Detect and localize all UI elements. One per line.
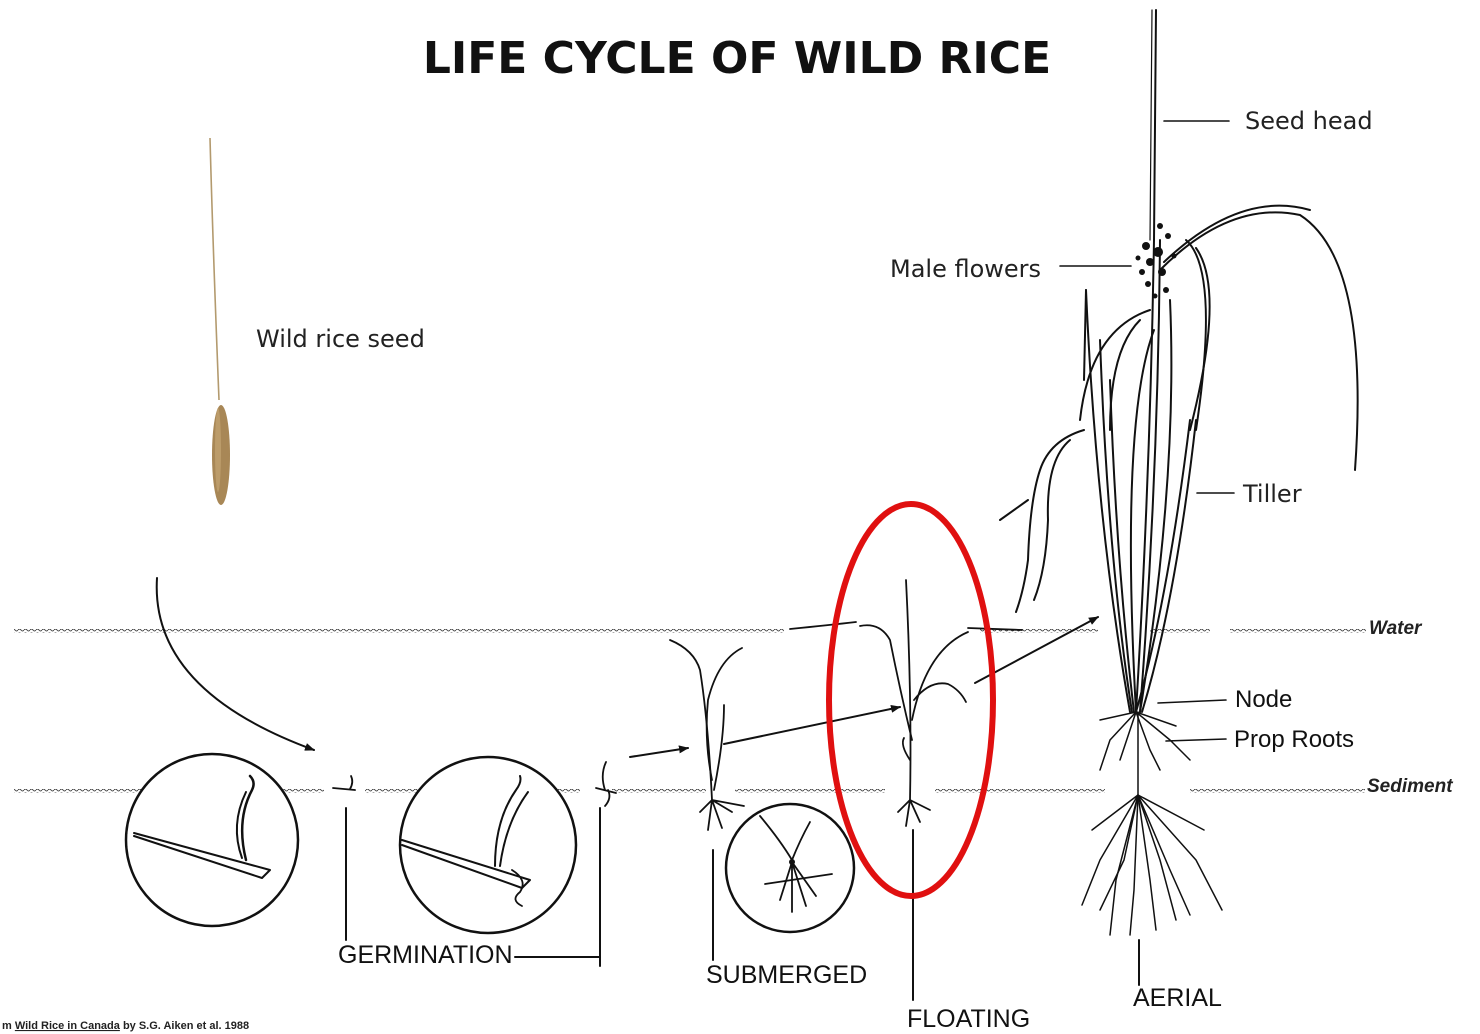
- stage-floating-label: FLOATING: [907, 1005, 1030, 1033]
- stage-aerial-label: AERIAL: [1133, 984, 1222, 1012]
- wild-rice-seed-image: [210, 138, 230, 505]
- seed-drop-arrow: [157, 578, 314, 750]
- germinating-seed-1: [333, 776, 355, 790]
- germination-closeup-1: [126, 754, 298, 926]
- seed-label: Wild rice seed: [256, 325, 425, 353]
- credit-suffix: by S.G. Aiken et al. 1988: [120, 1020, 249, 1032]
- prop-roots-label: Prop Roots: [1234, 726, 1354, 753]
- stage-germination-label: GERMINATION: [338, 941, 513, 969]
- prop-roots-leader: [1166, 739, 1226, 741]
- seed-head-label: Seed head: [1245, 107, 1373, 135]
- aerial-roots: [1082, 712, 1222, 935]
- male-flowers-label: Male flowers: [890, 255, 1041, 283]
- arrow-to-submerged: [630, 748, 688, 757]
- node-label: Node: [1235, 686, 1292, 713]
- node-leader: [1158, 700, 1226, 703]
- water-label: Water: [1369, 618, 1423, 639]
- submerged-closeup: [726, 804, 854, 932]
- sediment-label: Sediment: [1367, 776, 1453, 797]
- credit-book-title: Wild Rice in Canada: [15, 1020, 121, 1032]
- credit-prefix: m: [2, 1020, 15, 1032]
- arrow-to-floating: [724, 707, 900, 744]
- stage-submerged-label: SUBMERGED: [706, 961, 867, 989]
- tiller-label: Tiller: [1242, 480, 1302, 508]
- diagram-title: LIFE CYCLE OF WILD RICE: [423, 33, 1051, 84]
- germinating-seed-2: [596, 762, 616, 806]
- floating-highlight-ellipse: [829, 504, 993, 896]
- germination-closeup-2: [400, 757, 576, 933]
- source-credit: m Wild Rice in Canada by S.G. Aiken et a…: [2, 1020, 249, 1032]
- submerged-plant: [670, 640, 744, 830]
